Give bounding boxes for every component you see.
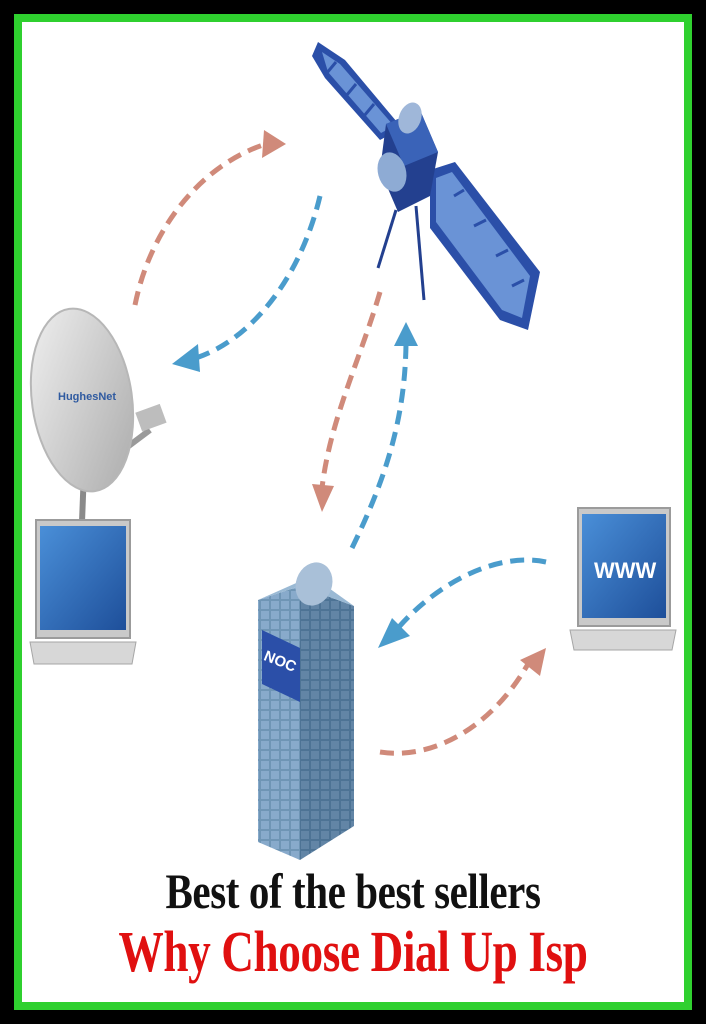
- arrowhead-icon: [312, 484, 334, 512]
- right-laptop-icon: WWW: [569, 507, 677, 651]
- left-laptop-icon: [29, 519, 137, 665]
- downlink-arrows: [195, 195, 547, 630]
- uplink-arrows: [132, 141, 531, 756]
- arrowhead-icon: [262, 130, 286, 158]
- www-label: WWW: [594, 558, 657, 583]
- arrowhead-icon: [378, 618, 410, 648]
- noc-building-icon: NOC: [258, 562, 354, 860]
- noc-to-laptop-arrow: [379, 662, 531, 756]
- satellite-icon: [312, 42, 540, 330]
- satellite-to-noc-arrow: [319, 291, 383, 489]
- caption-line2: Why Choose Dial Up Isp: [118, 919, 588, 984]
- arrowhead-icon: [172, 344, 200, 372]
- laptop-to-noc-arrow: [396, 557, 547, 630]
- diagram-panel: [22, 22, 684, 1002]
- arrowhead-icon: [520, 648, 546, 676]
- dish-brand-label: HughesNet: [58, 391, 116, 403]
- dish-to-satellite-arrow: [132, 141, 267, 306]
- caption-line1: Best of the best sellers: [165, 863, 541, 919]
- satellite-to-dish-arrow: [195, 195, 323, 361]
- satellite-dish-icon: HughesNet: [29, 307, 167, 523]
- noc-to-satellite-arrow: [349, 343, 409, 550]
- arrowhead-icon: [394, 322, 418, 346]
